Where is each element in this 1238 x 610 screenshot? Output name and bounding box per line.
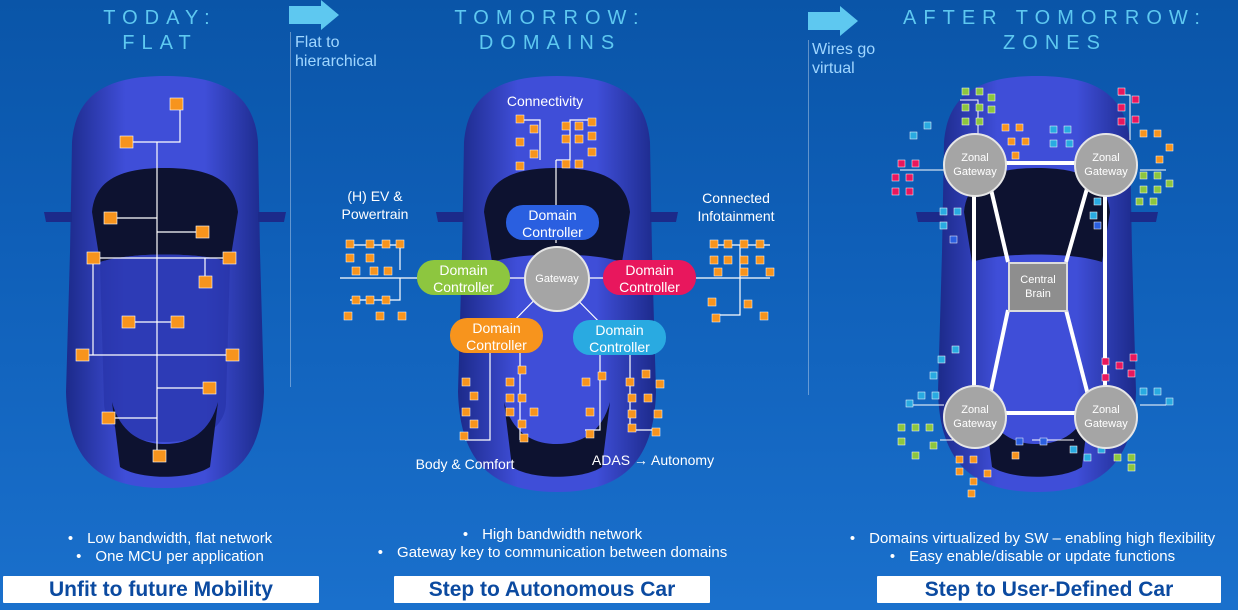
bullet-item: Domains virtualized by SW – enabling hig… <box>830 530 1235 548</box>
domain-controller-body: Domain Controller <box>450 318 543 353</box>
divider <box>808 40 809 395</box>
zonal-label: Gateway <box>1084 418 1128 430</box>
column-heading: TODAY: FLAT <box>60 6 260 56</box>
bullet-item: Easy enable/disable or update functions <box>830 548 1235 566</box>
column-heading: TOMORROW: DOMAINS <box>430 6 670 56</box>
gateway-label: Gateway <box>535 273 579 285</box>
transition-note: Wires go virtual <box>812 40 875 78</box>
column-heading: AFTER TOMORROW: ZONES <box>880 6 1230 56</box>
controller-line: Controller <box>466 337 527 353</box>
heading-line: TOMORROW: <box>454 7 646 29</box>
domain-controller-powertrain: Domain Controller <box>417 260 510 295</box>
label-body-comfort: Body & Comfort <box>415 456 515 472</box>
zonal-label: Zonal <box>961 152 989 164</box>
bullet-list: High bandwidth network Gateway key to co… <box>350 526 755 562</box>
transition-note-line: Flat to <box>295 34 340 51</box>
controller-line: Controller <box>589 339 650 355</box>
zonal-label: Gateway <box>953 166 997 178</box>
conclusion-box: Unfit to future Mobility <box>3 576 319 603</box>
label-connectivity: Connectivity <box>506 93 584 109</box>
label-adas: ADAS → Autonomy <box>591 452 715 468</box>
zonal-label: Gateway <box>1084 166 1128 178</box>
domain-controller-adas: Domain Controller <box>573 320 666 355</box>
label-line: Powertrain <box>341 206 409 222</box>
car-illustration <box>44 76 286 488</box>
transition-note-line: hierarchical <box>295 53 377 70</box>
bullet-item: One MCU per application <box>30 548 310 566</box>
domain-controller-connectivity: Domain Controller <box>506 205 599 240</box>
bullet-list: Domains virtualized by SW – enabling hig… <box>830 530 1235 566</box>
transition-note-line: virtual <box>812 60 855 77</box>
brain-label: Brain <box>1025 288 1051 300</box>
conclusion-box: Step to Autonomous Car <box>394 576 710 603</box>
bullet-item: High bandwidth network <box>350 526 755 544</box>
controller-line: Domain <box>472 320 521 336</box>
transition-note: Flat to hierarchical <box>295 33 377 71</box>
controller-line: Domain <box>439 262 488 278</box>
label-line: Connected <box>702 190 770 206</box>
heading-line: ZONES <box>1003 32 1107 54</box>
controller-line: Domain <box>528 207 577 223</box>
heading-line: TODAY: <box>103 7 217 29</box>
heading-line: FLAT <box>122 32 198 54</box>
label-ev-powertrain: (H) EV & Powertrain <box>330 187 420 223</box>
arrow-icon <box>289 0 339 30</box>
arrow-icon <box>808 6 858 36</box>
gateway-node: Gateway <box>524 246 590 312</box>
domain-controller-infotainment: Domain Controller <box>603 260 696 295</box>
zonal-label: Zonal <box>1092 152 1120 164</box>
label-line: Infotainment <box>697 208 775 224</box>
zonal-label: Zonal <box>961 404 989 416</box>
bullet-item: Low bandwidth, flat network <box>30 530 310 548</box>
controller-line: Controller <box>522 224 583 240</box>
conclusion-box: Step to User-Defined Car <box>877 576 1221 603</box>
heading-line: AFTER TOMORROW: <box>903 7 1207 29</box>
controller-line: Controller <box>433 279 494 295</box>
label-infotainment: Connected Infotainment <box>686 189 786 225</box>
controller-line: Domain <box>595 322 644 338</box>
brain-label: Central <box>1020 274 1056 286</box>
bullet-list: Low bandwidth, flat network One MCU per … <box>30 530 310 566</box>
zonal-label: Gateway <box>953 418 997 430</box>
controller-line: Domain <box>625 262 674 278</box>
label-line: (H) EV & <box>347 188 403 204</box>
transition-note-line: Wires go <box>812 41 876 58</box>
controller-line: Controller <box>619 279 680 295</box>
divider <box>290 32 291 387</box>
heading-line: DOMAINS <box>478 32 622 54</box>
bullet-item: Gateway key to communication between dom… <box>350 544 755 562</box>
zonal-label: Zonal <box>1092 404 1120 416</box>
